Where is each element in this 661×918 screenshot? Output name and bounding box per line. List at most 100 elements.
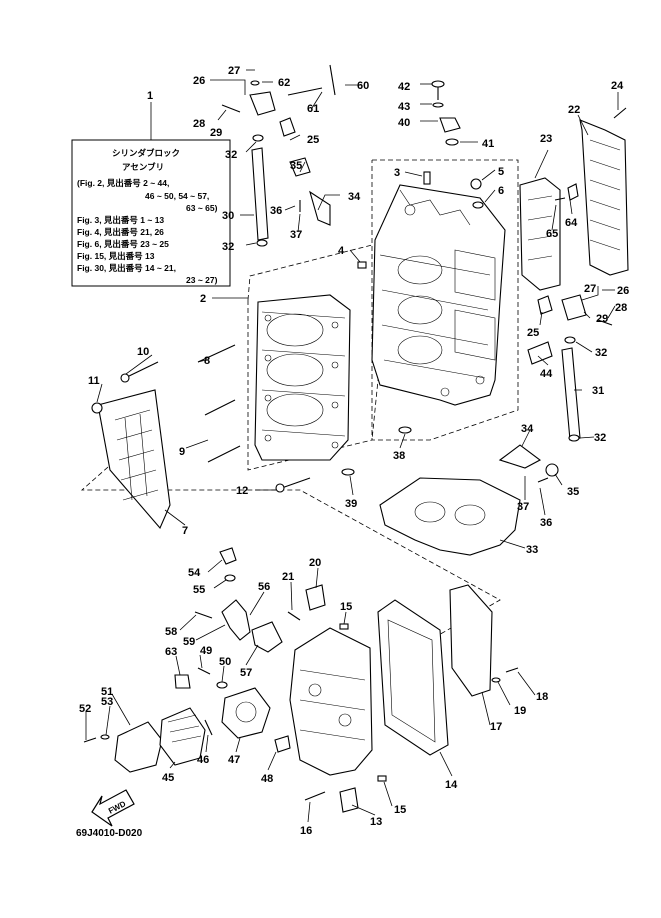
- callout-17: 17: [490, 721, 502, 733]
- callout-51: 51: [101, 686, 113, 698]
- callout-34: 34: [348, 191, 361, 203]
- crankcase: [254, 294, 351, 461]
- callout-19: 19: [514, 705, 526, 717]
- callout-34b: 34: [521, 423, 534, 435]
- callout-53: 53: [101, 696, 113, 708]
- callout-26: 26: [193, 75, 205, 87]
- callout-45: 45: [162, 772, 174, 784]
- callout-12: 12: [236, 485, 248, 497]
- callout-2: 2: [200, 293, 206, 305]
- callout-32d: 32: [594, 432, 606, 444]
- callout-50: 50: [219, 656, 231, 668]
- callout-56: 56: [258, 581, 270, 593]
- legend-line-11: 23 ~ 27): [186, 275, 218, 285]
- callout-6: 6: [498, 185, 504, 197]
- callout-9: 9: [179, 446, 185, 458]
- drawing-code: 69J4010-D020: [76, 828, 143, 839]
- callout-59: 59: [183, 636, 195, 648]
- fasteners: [83, 64, 627, 813]
- legend-box: [71, 139, 231, 287]
- fwd-arrow: FWD: [91, 789, 135, 827]
- legend-line-5: 63 ~ 65): [186, 203, 218, 213]
- callout-32b: 32: [222, 241, 234, 253]
- water-pipes: [251, 147, 581, 441]
- callout-27b: 27: [584, 283, 596, 295]
- callout-25: 25: [307, 134, 319, 146]
- legend-line-6: Fig. 3, 見出番号 1 ~ 13: [77, 215, 164, 225]
- callout-43: 43: [398, 101, 410, 113]
- cylinder-block: [371, 184, 506, 406]
- callout-55: 55: [193, 584, 205, 596]
- callout-5: 5: [498, 166, 504, 178]
- callout-20: 20: [309, 557, 321, 569]
- callout-41: 41: [482, 138, 494, 150]
- callout-32c: 32: [595, 347, 607, 359]
- callout-15: 15: [340, 601, 352, 613]
- callout-29b: 29: [596, 313, 608, 325]
- callout-26b: 26: [617, 285, 629, 297]
- callout-11: 11: [88, 375, 100, 387]
- callout-18: 18: [536, 691, 548, 703]
- callout-33: 33: [526, 544, 538, 556]
- legend-line-3: (Fig. 2, 見出番号 2 ~ 44,: [77, 178, 169, 188]
- lower-cover-plate: [377, 584, 493, 756]
- leader-lines: [85, 69, 619, 823]
- callout-27: 27: [228, 65, 240, 77]
- callout-8: 8: [204, 355, 210, 367]
- callout-28: 28: [193, 118, 205, 130]
- callout-37: 37: [290, 229, 302, 241]
- callout-63: 63: [165, 646, 177, 658]
- legend-line-8: Fig. 6, 見出番号 23 ~ 25: [77, 239, 169, 249]
- callout-37b: 37: [517, 501, 529, 513]
- callout-28b: 28: [615, 302, 627, 314]
- legend-line-7: Fig. 4, 見出番号 21, 26: [77, 227, 164, 237]
- callout-39: 39: [345, 498, 357, 510]
- callout-29: 29: [210, 127, 222, 139]
- callout-13: 13: [370, 816, 382, 828]
- cover-plate: [97, 389, 171, 530]
- callout-21: 21: [282, 571, 294, 583]
- callout-16: 16: [300, 825, 312, 837]
- callout-57: 57: [240, 667, 252, 679]
- callout-61: 61: [307, 103, 319, 115]
- callout-35: 35: [290, 160, 302, 172]
- callout-42: 42: [398, 81, 410, 93]
- callout-64: 64: [565, 217, 578, 229]
- legend-line-1: シリンダブロック: [112, 148, 180, 158]
- callout-numbers: 26 27 62 60 61 28 29 25 32 42 43 40 41 2…: [79, 65, 629, 837]
- callout-3: 3: [394, 167, 400, 179]
- callout-22: 22: [568, 104, 580, 116]
- callout-35b: 35: [567, 486, 579, 498]
- callout-52: 52: [79, 703, 91, 715]
- callout-48: 48: [261, 773, 273, 785]
- callout-36: 36: [270, 205, 282, 217]
- callout-36b: 36: [540, 517, 552, 529]
- callout-23: 23: [540, 133, 552, 145]
- callout-47: 47: [228, 754, 240, 766]
- callout-24: 24: [611, 80, 624, 92]
- fwd-arrow-shape: [91, 789, 135, 827]
- callout-38: 38: [393, 450, 405, 462]
- legend-line-10: Fig. 30, 見出番号 14 ~ 21,: [77, 263, 176, 273]
- callout-44: 44: [540, 368, 553, 380]
- callout-46: 46: [197, 754, 209, 766]
- callout-58: 58: [165, 626, 177, 638]
- callout-49: 49: [200, 645, 212, 657]
- callout-30: 30: [222, 210, 234, 222]
- callout-14: 14: [445, 779, 458, 791]
- water-elbow: [221, 599, 283, 653]
- callout-31: 31: [592, 385, 604, 397]
- callout-32: 32: [225, 149, 237, 161]
- callout-7: 7: [182, 525, 188, 537]
- legend-group: 1 シリンダブロック アセンブリ (Fig. 2, 見出番号 2 ~ 44, 4…: [71, 90, 231, 287]
- legend-line-9: Fig. 15, 見出番号 13: [77, 251, 155, 261]
- lower-housing: [289, 627, 373, 776]
- legend-number: 1: [147, 90, 153, 102]
- callout-15b: 15: [394, 804, 406, 816]
- legend-line-4: 46 ~ 50, 54 ~ 57,: [145, 191, 209, 201]
- callout-60: 60: [357, 80, 369, 92]
- exhaust-cover: [519, 119, 629, 291]
- callout-62: 62: [278, 77, 290, 89]
- callout-25b: 25: [527, 327, 539, 339]
